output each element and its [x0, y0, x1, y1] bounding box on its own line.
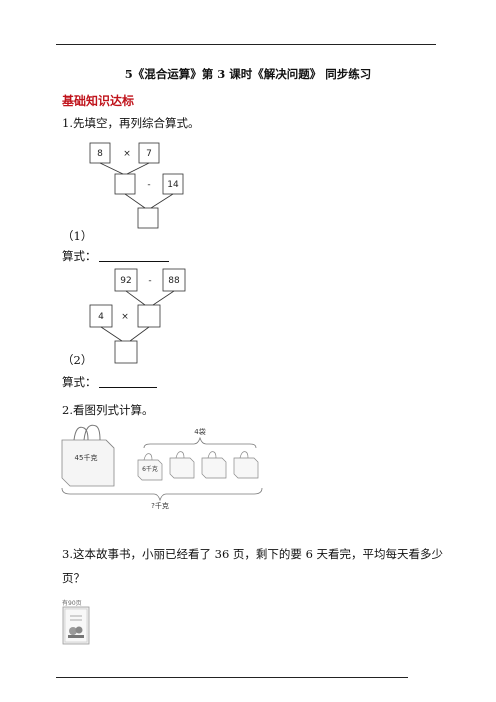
small-bag-icon-1: [137, 453, 163, 481]
value-4: 4: [98, 312, 104, 322]
small-bag-icon-3: [201, 451, 227, 479]
box-blank-middle: [137, 304, 161, 328]
operator-2: -: [147, 180, 150, 190]
bottom-brace: [61, 487, 263, 502]
value-c: 14: [167, 180, 179, 190]
top-brace: [143, 436, 257, 449]
operator-times: ×: [121, 312, 129, 322]
big-bag-icon: 45千克: [61, 424, 115, 487]
operator-minus: -: [148, 276, 151, 286]
storybook-icon: [62, 606, 90, 645]
calc-diagram-2: 92 - 88 4 ×: [89, 268, 186, 364]
small-bag-label: 6千克: [142, 465, 158, 473]
total-label: ?千克: [151, 501, 169, 510]
book-pages-label: 有90页: [62, 600, 82, 607]
count-label: 4袋: [194, 427, 205, 436]
top-rule: [56, 44, 436, 45]
formula-line-2: 算式：: [62, 374, 157, 390]
operator-1: ×: [123, 149, 131, 159]
formula-label-1: 算式：: [62, 249, 97, 263]
value-b: 7: [146, 149, 152, 159]
question-1-prompt: 1.先填空，再列综合算式。: [62, 116, 200, 130]
part-1-label: （1）: [62, 229, 93, 243]
formula-line-1: 算式：: [62, 248, 169, 264]
box-blank-result: [137, 207, 159, 229]
answer-blank-1[interactable]: [98, 261, 169, 262]
section-title: 基础知识达标: [62, 94, 135, 108]
bags-illustration: 45千克 6千克 4袋 ?千克: [61, 424, 263, 510]
part-2-label: （2）: [62, 353, 93, 367]
calc-diagram-1: 8 × 7 - 14: [89, 142, 184, 229]
value-a: 8: [97, 149, 103, 159]
question-2-prompt: 2.看图列式计算。: [62, 403, 154, 417]
bottom-rule: [56, 677, 408, 678]
question-3-prompt-line-2: 页？: [62, 571, 85, 585]
page-title: 5《混合运算》第 3 课时《解决问题》 同步练习: [124, 67, 372, 81]
answer-blank-2[interactable]: [98, 387, 157, 388]
small-bag-icon-4: [233, 451, 259, 479]
big-bag-label: 45千克: [75, 453, 98, 462]
box-blank-result: [114, 340, 138, 364]
value-92: 92: [120, 276, 131, 286]
question-3-prompt-line-1: 3.这本故事书，小丽已经看了 36 页，剩下的要 6 天看完，平均每天看多少: [62, 547, 444, 561]
small-bag-icon-2: [169, 451, 195, 479]
formula-label-2: 算式：: [62, 375, 97, 389]
box-blank-middle: [114, 173, 136, 195]
value-88: 88: [168, 276, 180, 286]
